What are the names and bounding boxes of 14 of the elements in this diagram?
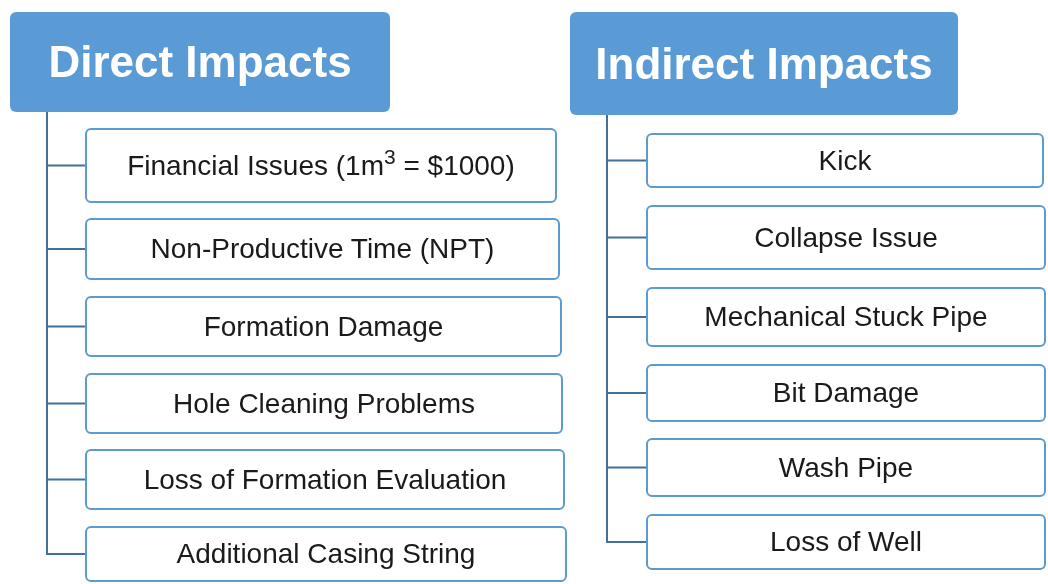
impact-box: Collapse Issue: [646, 205, 1046, 270]
impact-box: Financial Issues (1m$^{3}$ = $1000): [85, 128, 557, 203]
category-header: Direct Impacts: [10, 12, 390, 112]
impact-box: Wash Pipe: [646, 438, 1046, 497]
impact-box: Formation Damage: [85, 296, 562, 357]
impact-box: Kick: [646, 133, 1044, 188]
impact-box: Additional Casing String: [85, 526, 567, 582]
impact-box: Non-Productive Time (NPT): [85, 218, 560, 280]
impact-box: Loss of Formation Evaluation: [85, 449, 565, 510]
category-header: Indirect Impacts: [570, 12, 958, 115]
impact-box: Hole Cleaning Problems: [85, 373, 563, 434]
impact-box: Mechanical Stuck Pipe: [646, 287, 1046, 347]
impact-box: Loss of Well: [646, 514, 1046, 570]
impact-box: Bit Damage: [646, 364, 1046, 422]
